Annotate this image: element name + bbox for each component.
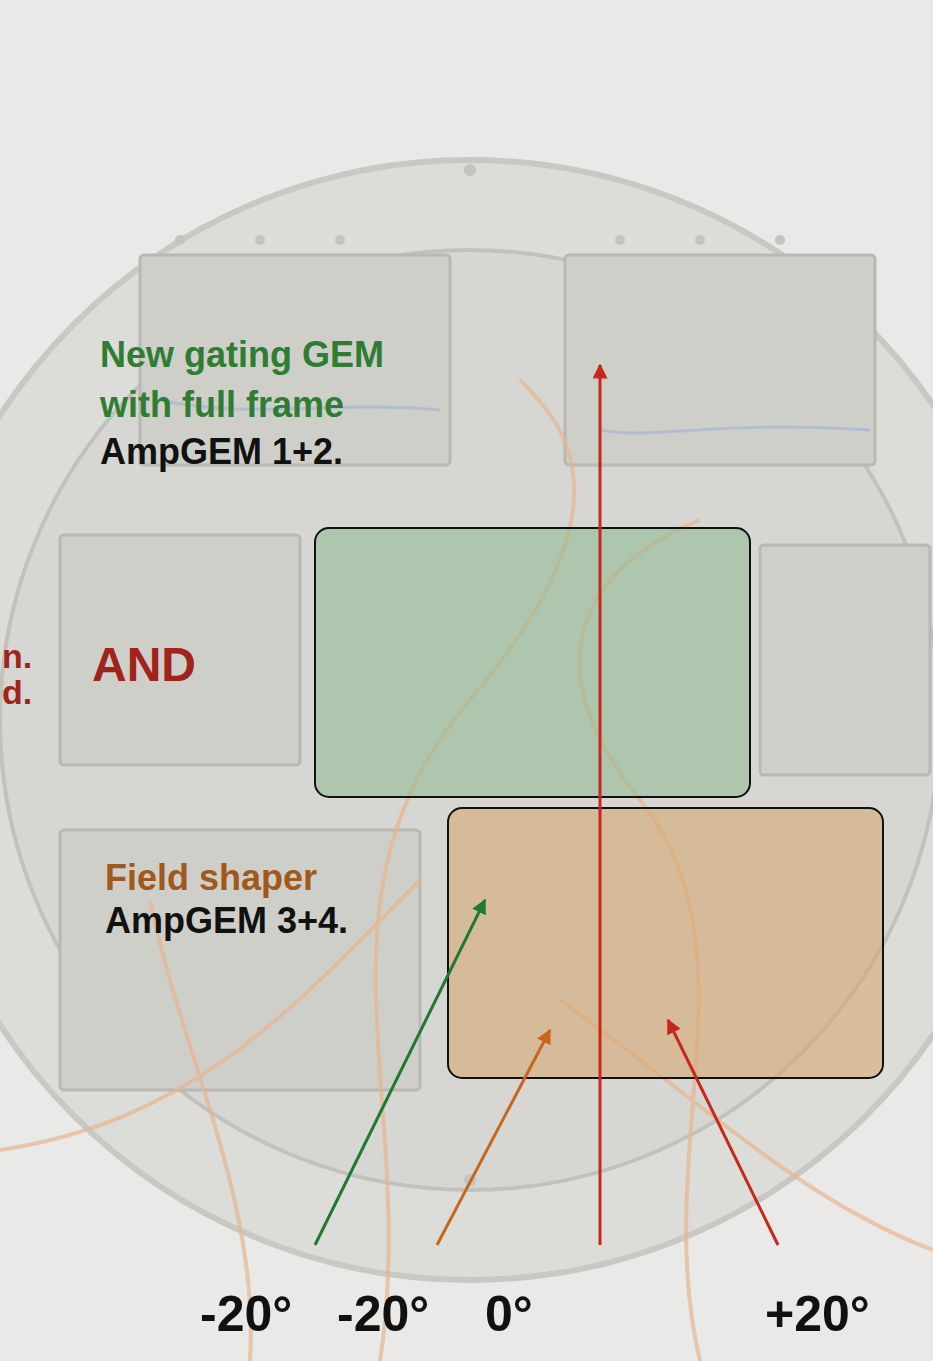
module-frame [60,535,300,765]
end-plate [0,160,933,1280]
angle-label: 0° [485,1284,585,1344]
module-frames [60,255,930,1090]
gem-name: AmpGEM 3+4. [105,899,435,942]
cut-note: n. [2,636,62,677]
and-label: AND [92,636,292,694]
gating-gem-label: New gating GEM with full frame [100,330,430,430]
gating-gem-region [315,528,750,797]
track-arrow [668,1020,778,1245]
cut-note: d. [2,672,62,713]
cables [0,380,933,1361]
angle-label: +20° [765,1284,915,1344]
angle-label: -20° [200,1284,330,1344]
end-plate-ring [0,250,933,1190]
field-shaper-region [448,808,883,1078]
cable [600,427,870,433]
angle-label: -20° [337,1284,467,1344]
module-frame [760,545,930,775]
field-shaper-label: Field shaper [105,856,435,899]
module-frame [565,255,875,465]
track-arrow [437,1030,550,1245]
track-arrow [315,900,485,1245]
track-arrow [599,365,602,1245]
gem-name: AmpGEM 1+2. [100,430,430,473]
